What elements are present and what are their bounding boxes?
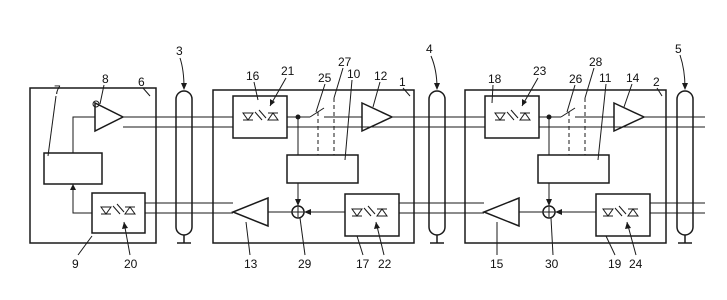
label-6: 6: [138, 75, 145, 89]
module-2: [464, 89, 667, 244]
amplifier-15: [481, 196, 520, 228]
label-24: 24: [629, 257, 643, 271]
label-28: 28: [589, 55, 603, 69]
optocoupler-23-symbol: [494, 109, 531, 121]
optocoupler-24: [595, 193, 651, 237]
label-14: 14: [626, 71, 640, 85]
label-1: 1: [399, 75, 406, 89]
label-3: 3: [176, 44, 183, 58]
cable-5: [676, 90, 694, 244]
label-13: 13: [244, 257, 258, 271]
switch-26: [560, 107, 576, 118]
optocoupler-22-symbol: [351, 205, 388, 217]
label-18: 18: [488, 72, 502, 86]
label-5: 5: [675, 42, 682, 56]
optocoupler-24-symbol: [602, 205, 639, 217]
label-8: 8: [102, 72, 109, 86]
label-9: 9: [72, 257, 79, 271]
reference-numerals: 7 8 6 3 16 21 25 27 10 12 1 4 18 23 26 2…: [54, 42, 682, 271]
module-6-frame: [29, 87, 157, 244]
optocoupler-20-symbol: [100, 203, 136, 215]
cable-3: [175, 90, 193, 244]
control-block-10: [286, 154, 359, 184]
control-block-11: [537, 154, 610, 184]
switch-25: [309, 107, 325, 118]
amplifier-8: [94, 101, 125, 133]
label-7: 7: [54, 83, 61, 97]
module-6: [29, 87, 157, 244]
label-26: 26: [569, 72, 583, 86]
label-15: 15: [490, 257, 504, 271]
label-16: 16: [246, 69, 260, 83]
label-22: 22: [378, 257, 392, 271]
label-21: 21: [281, 64, 295, 78]
module-1: [212, 89, 415, 244]
module-1-frame: [212, 89, 415, 244]
label-2: 2: [653, 75, 660, 89]
module-2-frame: [464, 89, 667, 244]
bus-lines: [123, 116, 705, 214]
label-12: 12: [374, 69, 388, 83]
label-11: 11: [599, 71, 612, 85]
optocoupler-21-symbol: [242, 109, 279, 121]
cable-4: [428, 90, 446, 244]
arrow-into-7: [70, 184, 76, 190]
control-block-7: [43, 152, 103, 185]
label-10: 10: [347, 67, 361, 81]
label-27: 27: [338, 55, 352, 69]
label-19: 19: [608, 257, 622, 271]
optocoupler-22: [344, 193, 400, 237]
amplifier-8-marker: [92, 100, 100, 108]
wire-7-8: [72, 116, 95, 153]
amplifier-13: [230, 196, 269, 228]
label-30: 30: [545, 257, 559, 271]
label-25: 25: [318, 71, 332, 85]
label-29: 29: [298, 257, 312, 271]
label-4: 4: [426, 42, 433, 56]
label-17: 17: [356, 257, 370, 271]
label-20: 20: [124, 257, 138, 271]
wire-7-20: [72, 184, 92, 214]
label-23: 23: [533, 64, 547, 78]
leader-lines: [47, 54, 688, 256]
